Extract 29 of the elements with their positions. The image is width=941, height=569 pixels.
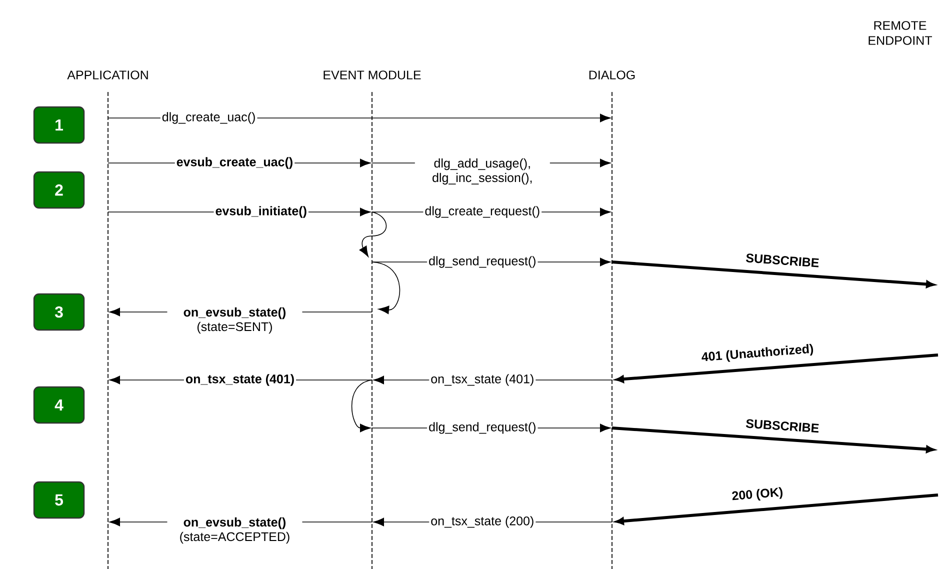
edge-label: on_tsx_state (200) (429, 514, 536, 530)
step-number-box: 3 (33, 293, 85, 331)
edge-label: on_tsx_state (401) (429, 372, 536, 388)
edge-label: on_tsx_state (401) (184, 372, 296, 388)
edge-label: 401 (Unauthorized) (702, 344, 814, 362)
edge-label: dlg_create_uac() (160, 110, 258, 126)
edge-label: dlg_add_usage(), dlg_inc_session(), (414, 156, 550, 186)
edge-label: 200 (OK) (732, 487, 782, 501)
edge-label: SUBSCRIBE (746, 254, 819, 268)
message-arrow (351, 380, 372, 432)
message-arrow (616, 494, 938, 525)
step-number-box: 2 (33, 171, 85, 209)
step-number-box: 5 (33, 481, 85, 519)
message-arrow (359, 212, 387, 257)
message-arrow (372, 262, 400, 314)
lifeline-header: EVENT MODULE (324, 70, 421, 80)
edge-label: SUBSCRIBE (746, 419, 819, 433)
step-number-box: 4 (33, 386, 85, 424)
edge-label: dlg_send_request() (427, 420, 538, 436)
edge-label: on_evsub_state() (state=SENT) (167, 306, 302, 336)
edge-label: dlg_send_request() (427, 254, 538, 270)
edge-label: on_evsub_state() (state=ACCEPTED) (167, 516, 302, 546)
step-number-box: 1 (33, 106, 85, 144)
edge-label: dlg_create_request() (423, 204, 542, 220)
lifeline-header: REMOTE ENDPOINT (868, 21, 932, 45)
edge-label: evsub_initiate() (214, 204, 308, 220)
lifeline-header: DIALOG (589, 70, 635, 80)
lifeline-header: APPLICATION (67, 70, 148, 80)
edge-label: evsub_create_uac() (174, 156, 295, 170)
